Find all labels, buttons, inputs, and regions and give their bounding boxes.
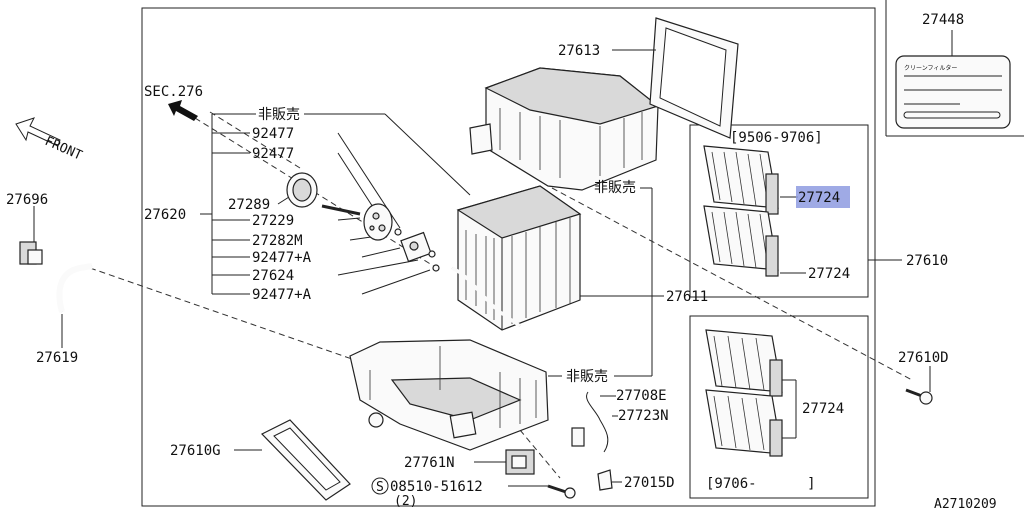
label-range-9706: [9706- ] (706, 476, 816, 492)
label-bolt-symbol: S (376, 480, 384, 495)
part-27696-clip (19, 241, 43, 265)
label-not-for-sale-1: 非販売 (258, 107, 300, 123)
label-27696[interactable]: 27696 (6, 192, 48, 208)
part-lower-case (349, 339, 549, 451)
label-27619[interactable]: 27619 (36, 350, 78, 366)
bolt-symbol-circle (371, 477, 389, 495)
label-not-for-sale-2: 非販売 (594, 180, 636, 196)
guide-filter-line (551, 187, 913, 381)
label-front: FRONT (42, 134, 84, 164)
label-92477-a[interactable]: 92477 (252, 126, 294, 142)
label-92477-b[interactable]: 92477 (252, 146, 294, 162)
part-filter-lower-2 (705, 389, 783, 457)
filter-box-lower (689, 315, 869, 499)
sec-arrow-icon (168, 100, 198, 121)
label-27724-a[interactable]: 27724 (808, 266, 850, 282)
label-27724-selected[interactable]: 27724 (798, 190, 840, 206)
label-sec-276[interactable]: SEC.276 (144, 84, 203, 100)
label-27015d[interactable]: 27015D (624, 475, 675, 491)
part-27624-block (400, 231, 432, 263)
part-27289-seal (286, 172, 318, 208)
part-27015d-clip (597, 469, 613, 491)
part-92477-oring-1 (394, 228, 402, 236)
part-92477-oring-3 (432, 264, 440, 272)
part-upper-case (469, 67, 660, 191)
diagram-code: A2710209 (934, 497, 997, 511)
part-92477-oring-2 (428, 250, 436, 258)
label-92477-plus-a-2[interactable]: 92477+A (252, 287, 312, 303)
label-27613[interactable]: 27613 (558, 43, 600, 59)
label-27289[interactable]: 27289 (228, 197, 270, 213)
part-27282m-valve (363, 203, 393, 241)
part-27761n-resistor (505, 449, 535, 475)
part-27723n-wire (586, 391, 609, 453)
label-27610d[interactable]: 27610D (898, 350, 949, 366)
filter-box-upper (689, 124, 869, 298)
label-bolt-qty: (2) (394, 494, 417, 509)
sticker-title: クリーンフィルター (904, 64, 957, 72)
label-27624[interactable]: 27624 (252, 268, 294, 284)
label-27723n[interactable]: 27723N (618, 408, 669, 424)
part-filter-upper-1 (703, 145, 779, 215)
label-not-for-sale-3: 非販売 (566, 369, 608, 385)
part-27611-evaporator (451, 185, 582, 331)
part-08510-screw (547, 484, 576, 499)
front-arrow-icon (15, 117, 61, 147)
guide-sec-line-2 (209, 111, 301, 169)
label-27620[interactable]: 27620 (144, 207, 186, 223)
label-27708e[interactable]: 27708E (616, 388, 667, 404)
part-filter-upper-2 (703, 205, 779, 277)
label-27229[interactable]: 27229 (252, 213, 294, 229)
label-27724-b[interactable]: 27724 (802, 401, 844, 417)
selected-part-highlight (796, 186, 850, 208)
guide-sec-line (194, 117, 441, 271)
part-27610d-screw (905, 388, 933, 405)
part-sensor-connector (571, 427, 585, 447)
part-filter-lower-1 (705, 329, 783, 397)
label-27448[interactable]: 27448 (922, 12, 964, 28)
part-27610g-gasket (260, 419, 351, 501)
guide-bolt-line (519, 429, 561, 479)
label-27610g[interactable]: 27610G (170, 443, 221, 459)
label-27611[interactable]: 27611 (666, 289, 708, 305)
label-27610[interactable]: 27610 (906, 253, 948, 269)
main-frame (141, 7, 876, 507)
label-range-9506-9706: [9506-9706] (730, 130, 823, 146)
part-27229-bolt (321, 204, 361, 216)
label-27761n[interactable]: 27761N (404, 455, 455, 471)
label-27282m[interactable]: 27282M (252, 233, 303, 249)
label-08510-51612[interactable]: 08510-51612 (390, 479, 483, 495)
part-27613-frame (649, 17, 739, 139)
label-92477-plus-a-1[interactable]: 92477+A (252, 250, 312, 266)
part-27448-sticker (895, 55, 1011, 129)
